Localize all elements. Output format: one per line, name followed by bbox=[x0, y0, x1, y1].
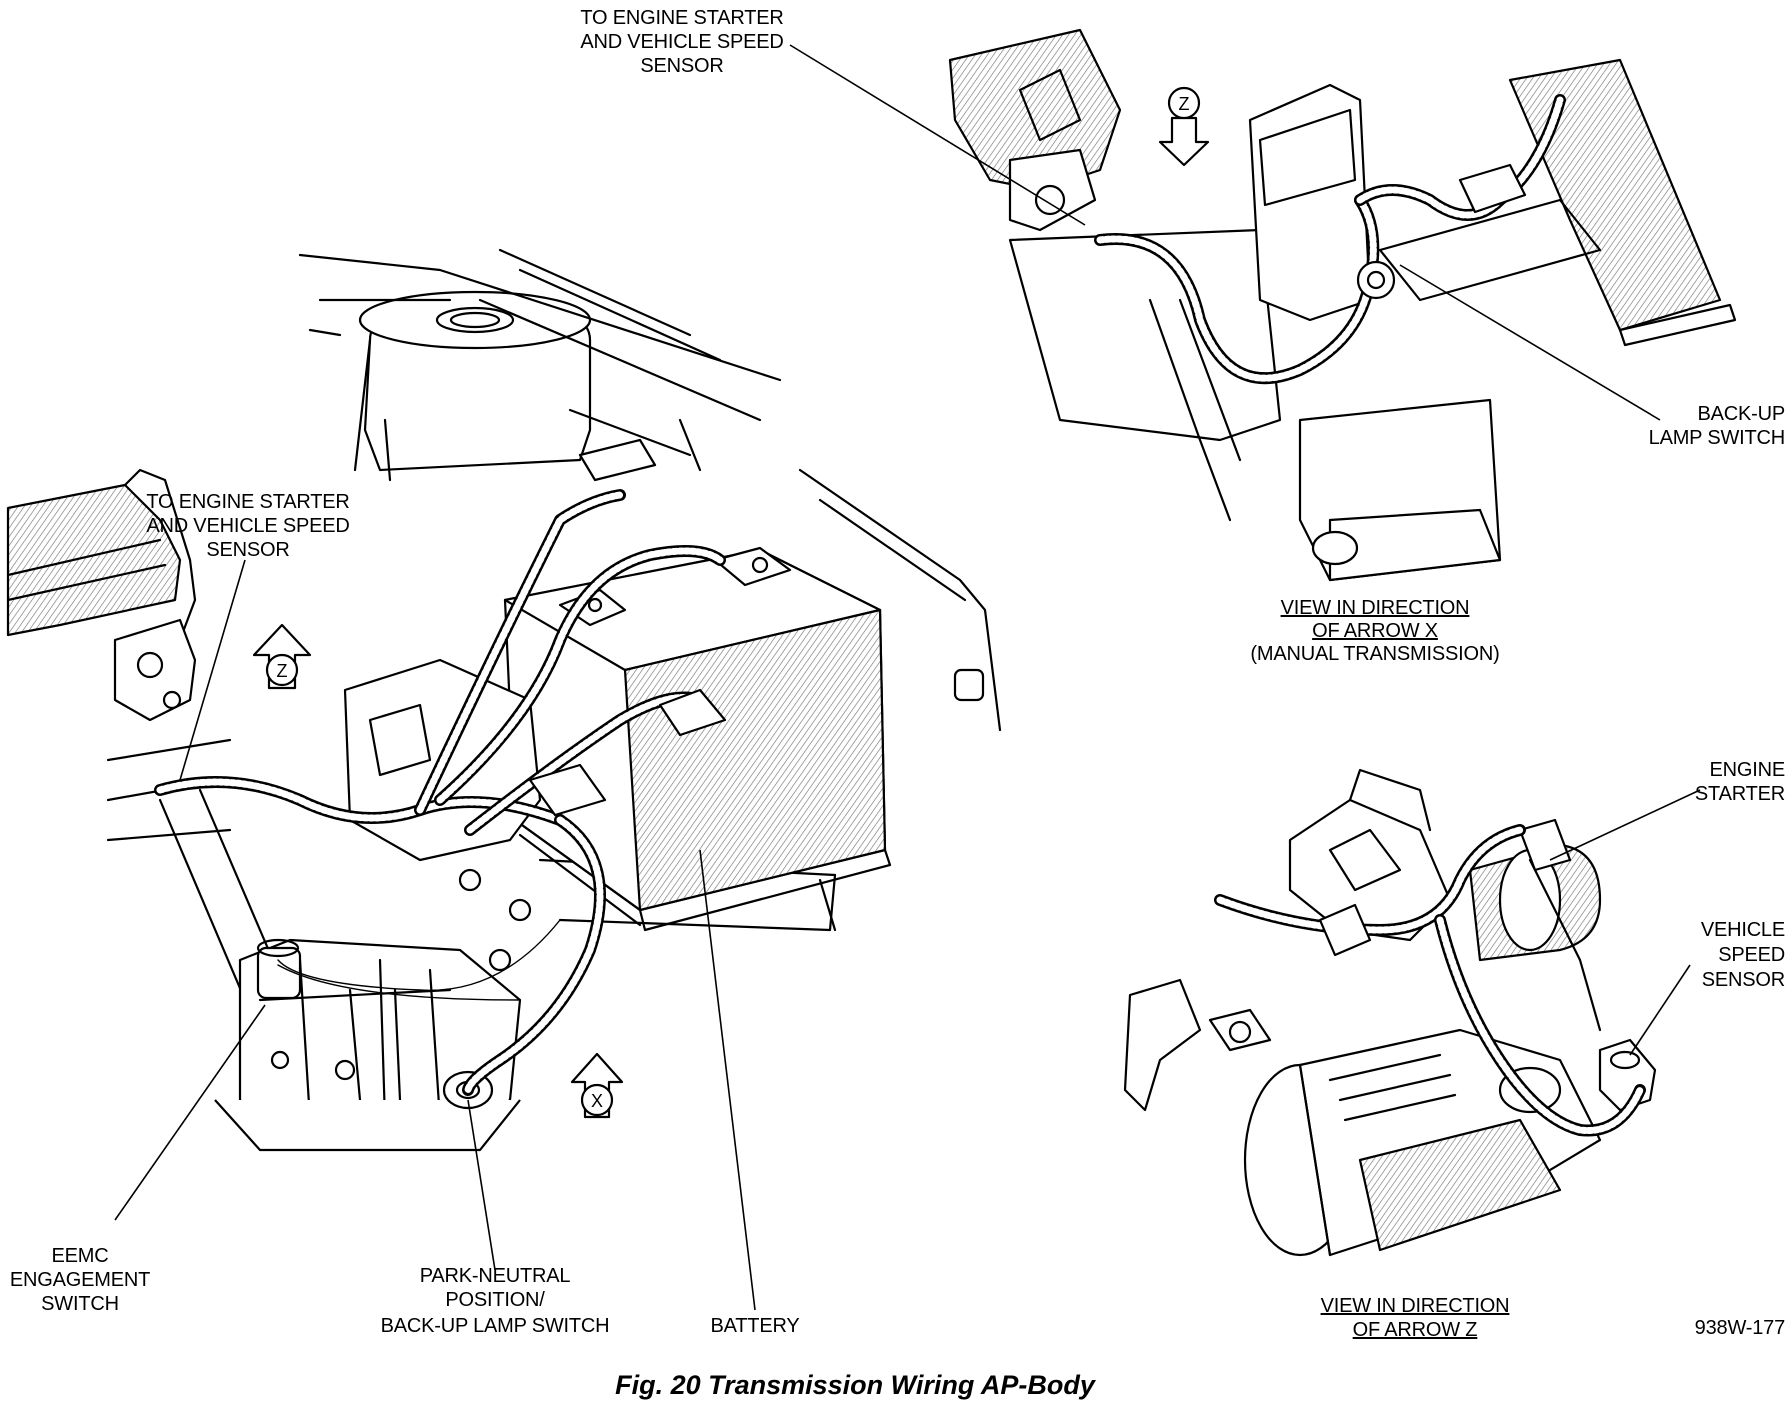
label-left-starter-line2: AND VEHICLE SPEED bbox=[146, 515, 349, 537]
label-left-starter-line3: SENSOR bbox=[206, 539, 289, 561]
arrow-z-main: Z bbox=[252, 623, 312, 690]
leader-lines bbox=[114, 44, 1701, 1311]
label-battery: BATTERY bbox=[711, 1315, 800, 1337]
caption-view-z-line1: VIEW IN DIRECTION bbox=[1321, 1295, 1510, 1317]
label-top-starter-line3: SENSOR bbox=[640, 55, 723, 77]
arrow-x-main: X bbox=[570, 1052, 624, 1119]
label-eemc-line2: ENGAGEMENT bbox=[10, 1269, 150, 1291]
caption-view-x: VIEW IN DIRECTION OF ARROW X (MANUAL TRA… bbox=[1250, 597, 1499, 665]
label-backup-lamp-line2: LAMP SWITCH bbox=[1649, 427, 1785, 449]
arrow-z-top: Z bbox=[1158, 86, 1210, 167]
label-backup-lamp-line1: BACK-UP bbox=[1697, 403, 1785, 425]
label-engine-starter-line1: ENGINE bbox=[1710, 759, 1785, 781]
label-park-neutral-switch: PARK-NEUTRAL POSITION/ BACK-UP LAMP SWIT… bbox=[381, 1265, 610, 1337]
caption-view-x-line2: OF ARROW X bbox=[1312, 620, 1438, 642]
caption-view-z-line2: OF ARROW Z bbox=[1353, 1319, 1478, 1341]
label-eemc-line1: EEMC bbox=[52, 1245, 109, 1267]
label-park-neutral-line2: POSITION/ bbox=[445, 1289, 545, 1311]
label-eemc-line3: SWITCH bbox=[41, 1293, 119, 1315]
main-engine-bay-illustration: Z X bbox=[6, 248, 1002, 1152]
label-left-starter-line1: TO ENGINE STARTER bbox=[146, 491, 349, 513]
label-top-starter-line2: AND VEHICLE SPEED bbox=[580, 31, 783, 53]
label-engine-starter-line2: STARTER bbox=[1695, 783, 1785, 805]
label-vss-line1: VEHICLE bbox=[1701, 919, 1785, 941]
arrow-z-top-letter: Z bbox=[1179, 94, 1190, 114]
label-top-starter-line1: TO ENGINE STARTER bbox=[580, 7, 783, 29]
arrow-z-main-letter: Z bbox=[277, 661, 288, 681]
label-vss-line2: SPEED bbox=[1718, 944, 1785, 966]
label-vehicle-speed-sensor: VEHICLE SPEED SENSOR bbox=[1701, 919, 1785, 991]
label-eemc-switch: EEMC ENGAGEMENT SWITCH bbox=[10, 1245, 150, 1315]
figure-title: Fig. 20 Transmission Wiring AP-Body bbox=[615, 1370, 1097, 1400]
part-number: 938W-177 bbox=[1695, 1317, 1785, 1339]
arrow-x-main-letter: X bbox=[591, 1091, 603, 1111]
label-park-neutral-line1: PARK-NEUTRAL bbox=[420, 1265, 571, 1287]
view-z-inset-illustration bbox=[1123, 768, 1657, 1257]
label-left-starter: TO ENGINE STARTER AND VEHICLE SPEED SENS… bbox=[146, 491, 350, 561]
label-backup-lamp-switch: BACK-UP LAMP SWITCH bbox=[1649, 403, 1786, 449]
caption-view-z: VIEW IN DIRECTION OF ARROW Z bbox=[1321, 1295, 1510, 1341]
view-x-inset-illustration: Z bbox=[948, 28, 1737, 582]
caption-view-x-line1: VIEW IN DIRECTION bbox=[1281, 597, 1470, 619]
caption-view-x-line3: (MANUAL TRANSMISSION) bbox=[1250, 643, 1499, 665]
label-engine-starter: ENGINE STARTER bbox=[1695, 759, 1785, 805]
label-vss-line3: SENSOR bbox=[1702, 969, 1785, 991]
label-top-starter: TO ENGINE STARTER AND VEHICLE SPEED SENS… bbox=[580, 7, 784, 77]
label-park-neutral-line3: BACK-UP LAMP SWITCH bbox=[381, 1315, 610, 1337]
